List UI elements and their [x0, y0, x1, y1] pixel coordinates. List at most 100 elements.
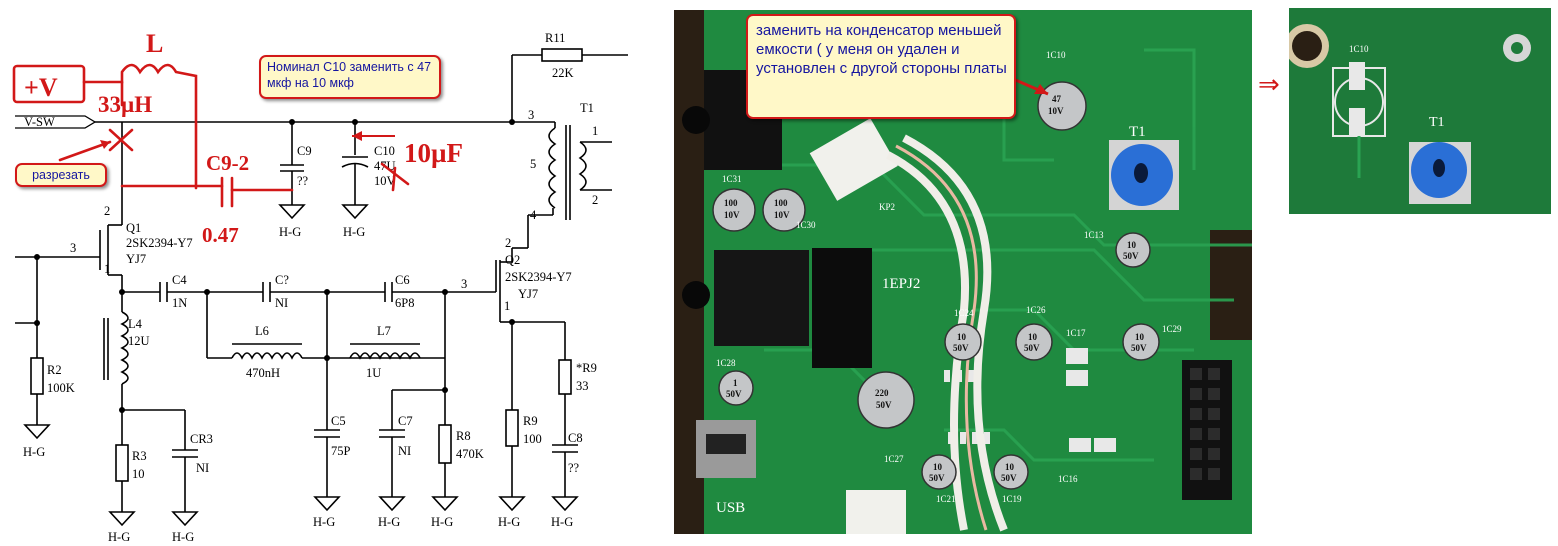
- cap-c13-voltage: 50V: [1123, 251, 1139, 261]
- c8-ref: C8: [568, 431, 583, 445]
- cap-c10-voltage: 10V: [1048, 106, 1064, 116]
- l4-ref: L4: [128, 317, 143, 331]
- handwritten-047: 0.47: [202, 223, 239, 247]
- cap-c21-voltage: 50V: [929, 473, 945, 483]
- c9-value: ??: [297, 174, 309, 188]
- c6-value: 6P8: [395, 296, 414, 310]
- r11-ref: R11: [545, 31, 565, 45]
- board-label-1c16: 1C16: [1058, 474, 1078, 484]
- ground-label: H-G: [343, 225, 365, 239]
- cap-c27-value: 220: [875, 388, 889, 398]
- r2-value: 100K: [47, 381, 75, 395]
- c4-value: 1N: [172, 296, 187, 310]
- cap-c24-value: 10: [957, 332, 967, 342]
- board-label-1c19: 1C19: [1002, 494, 1022, 504]
- board-label-1c29: 1C29: [1162, 324, 1182, 334]
- handwritten-c9-2: C9-2: [206, 151, 249, 175]
- cap-c28-voltage: 50V: [726, 389, 742, 399]
- r9-ref: R9: [523, 414, 538, 428]
- r8-ref: R8: [456, 429, 471, 443]
- net-vsw-label: V-SW: [24, 115, 55, 129]
- cap-c27-voltage: 50V: [876, 400, 892, 410]
- q2-pin-1: 1: [504, 299, 510, 313]
- q1-ref: Q1: [126, 221, 141, 235]
- crop-label-t1: T1: [1429, 115, 1445, 130]
- ground-label: H-G: [279, 225, 301, 239]
- crop-label-1c10: 1C10: [1349, 44, 1369, 54]
- ground-label: H-G: [108, 530, 130, 544]
- board-label-1c30: 1C30: [796, 220, 816, 230]
- r11-value: 22K: [552, 66, 574, 80]
- r3-ref: R3: [132, 449, 147, 463]
- board-label-kp2: KP2: [879, 202, 895, 212]
- callout-c10-note: Номинал C10 заменить с 47 мкф на 10 мкф: [259, 55, 441, 99]
- cap-c29-voltage: 50V: [1131, 343, 1147, 353]
- cap-c30-value: 100: [774, 198, 788, 208]
- board-label-1c27: 1C27: [884, 454, 904, 464]
- schematic: V-SW R11 22K C9 ?? C10 47U 10V T1 1 2 3 …: [12, 29, 628, 544]
- ground-label: H-G: [378, 515, 400, 529]
- board-label-1c24: 1C24: [954, 308, 974, 318]
- board-label-usb: USB: [716, 500, 745, 516]
- cr3-ref: CR3: [190, 432, 213, 446]
- q2-ref: Q2: [505, 253, 520, 267]
- cap-c21-value: 10: [933, 462, 943, 472]
- q1-part: 2SK2394-Y7: [126, 236, 193, 250]
- handwritten-plus-v: +V: [24, 73, 58, 102]
- r9-value: 100: [523, 432, 542, 446]
- q1-pin-2: 2: [104, 204, 110, 218]
- cap-c10-value: 47: [1052, 94, 1062, 104]
- l6-value: 470nH: [246, 366, 280, 380]
- c4-ref: C4: [172, 273, 187, 287]
- cap-c24-voltage: 50V: [953, 343, 969, 353]
- c9-ref: C9: [297, 144, 312, 158]
- cap-c31-value: 100: [724, 198, 738, 208]
- r3-value: 10: [132, 467, 145, 481]
- l4-value: 12U: [128, 334, 150, 348]
- cap-c19-value: 10: [1005, 462, 1015, 472]
- c7-value: NI: [398, 444, 411, 458]
- board-label-1c13: 1C13: [1084, 230, 1104, 240]
- c10-ref: C10: [374, 144, 395, 158]
- t1-pin-1: 1: [592, 124, 598, 138]
- cr3-value: NI: [196, 461, 209, 475]
- t1-pin-3: 3: [528, 108, 534, 122]
- ground-label: H-G: [313, 515, 335, 529]
- q1-pin-3: 3: [70, 241, 76, 255]
- board-label-1c17: 1C17: [1066, 328, 1086, 338]
- handwritten-10uf: 10µF: [404, 138, 463, 168]
- callout-photo-note: заменить на конденсатор меньшей емкости …: [746, 14, 1016, 119]
- r8-value: 470K: [456, 447, 484, 461]
- callout-cut-note: разрезать: [15, 163, 107, 187]
- r2-ref: R2: [47, 363, 62, 377]
- t1-pin-4: 4: [530, 208, 537, 222]
- cq-ref: C?: [275, 273, 289, 287]
- c5-value: 75P: [331, 444, 351, 458]
- c5-ref: C5: [331, 414, 346, 428]
- ground-label: H-G: [23, 445, 45, 459]
- q2-part: 2SK2394-Y7: [505, 270, 572, 284]
- board-label-1c26: 1C26: [1026, 305, 1046, 315]
- q1-pin-1: 1: [104, 262, 110, 276]
- board-label-1epj2: 1EPJ2: [882, 276, 920, 292]
- t1-pin-2: 2: [592, 193, 598, 207]
- q2-pin-2: 2: [505, 236, 511, 250]
- ground-label: H-G: [551, 515, 573, 529]
- cap-c19-voltage: 50V: [1001, 473, 1017, 483]
- ground-label: H-G: [431, 515, 453, 529]
- r9s-ref: *R9: [576, 361, 597, 375]
- handwritten-l: L: [146, 29, 163, 58]
- cap-c28-value: 1: [733, 378, 738, 388]
- cap-c29-value: 10: [1135, 332, 1145, 342]
- cap-c13-value: 10: [1127, 240, 1137, 250]
- l6-ref: L6: [255, 324, 269, 338]
- q1-mark: YJ7: [126, 252, 146, 266]
- c10-value2: 10V: [374, 174, 396, 188]
- board-label-1c28: 1C28: [716, 358, 736, 368]
- pcb-crop: 1C10 T1: [1289, 8, 1551, 214]
- l7-value: 1U: [366, 366, 381, 380]
- cap-c31-voltage: 10V: [724, 210, 740, 220]
- board-label-1c10: 1C10: [1046, 50, 1066, 60]
- cap-c26-value: 10: [1028, 332, 1038, 342]
- r9s-value: 33: [576, 379, 589, 393]
